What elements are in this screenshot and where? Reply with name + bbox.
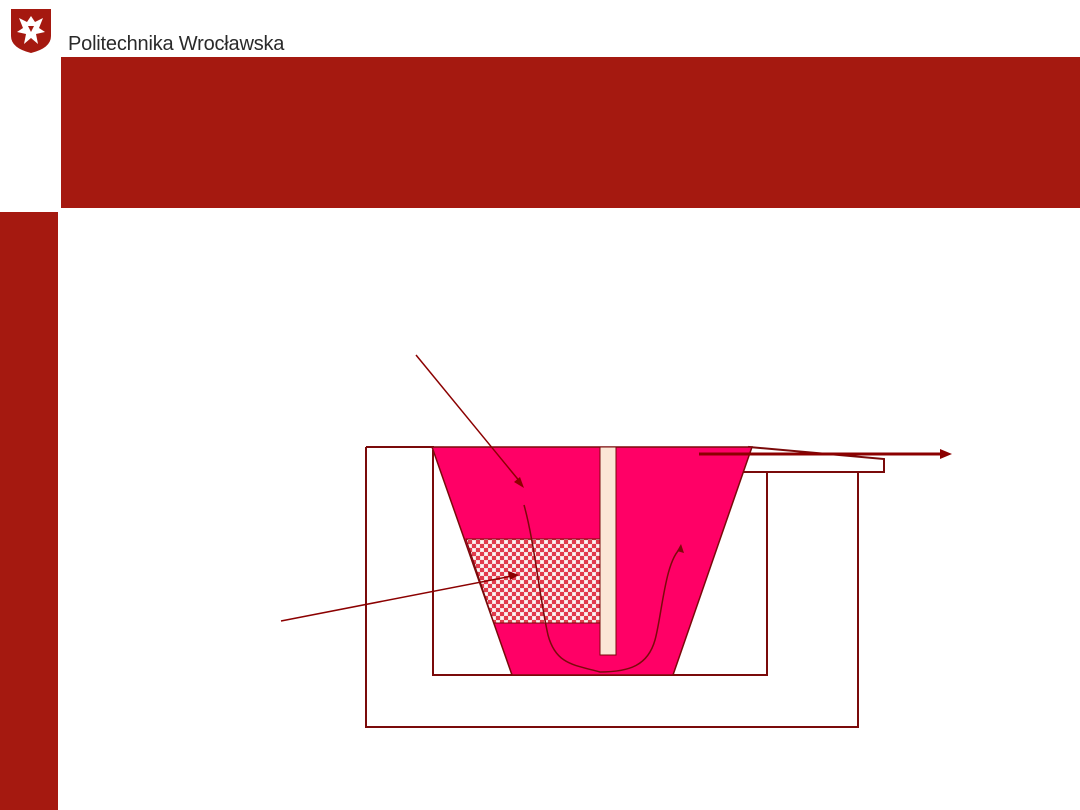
flow-path — [523, 504, 682, 673]
eagle-crest-icon — [11, 9, 51, 53]
pointer-arrow-liquid — [415, 354, 522, 484]
vertical-rod — [599, 446, 617, 656]
institution-name: Politechnika Wrocławska — [68, 33, 285, 55]
title-band — [61, 57, 1080, 208]
outer-vessel — [365, 447, 859, 728]
side-bar — [0, 212, 58, 810]
pointer-arrow-insert — [280, 575, 513, 622]
outlet-spout — [739, 445, 885, 473]
